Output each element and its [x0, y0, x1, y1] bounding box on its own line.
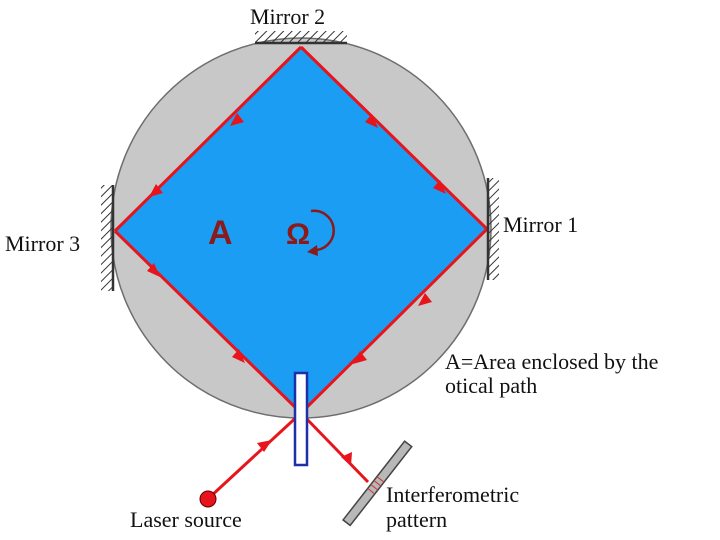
beam-splitter — [293, 371, 309, 467]
mirror-2-label: Mirror 2 — [250, 4, 325, 29]
arrow-top-right-2 — [433, 180, 446, 194]
mirror-1-label: Mirror 1 — [503, 212, 578, 237]
beam-mirror1-splitter — [299, 227, 489, 415]
mirror-3 — [101, 185, 115, 291]
mirror-2 — [255, 31, 347, 45]
mirror-1 — [486, 178, 499, 280]
mirror-3-label: Mirror 3 — [5, 231, 80, 256]
arrow-bottom-right-1 — [418, 293, 432, 306]
area-label: A — [208, 214, 233, 252]
arrow-output — [341, 452, 352, 466]
beam-laser-input — [208, 411, 303, 499]
arrow-bottom-left-1 — [147, 263, 160, 277]
beam-splitter-mirror3 — [113, 229, 303, 415]
pattern-label-line-2: pattern — [386, 507, 447, 532]
arrow-top-left-2 — [149, 184, 163, 197]
beam-mirror2-mirror1 — [299, 45, 489, 231]
rotation-arrow-icon — [310, 209, 335, 252]
rotation-arrowhead-icon — [307, 245, 318, 256]
area-note-line-1: A=Area enclosed by the — [445, 349, 658, 374]
laser-source-dot — [199, 490, 217, 508]
rotation-symbol: Ω — [286, 218, 310, 251]
arrow-bottom-left-2 — [232, 349, 245, 363]
arrow-laser-input — [257, 440, 272, 452]
area-note-line-2: otical path — [445, 373, 537, 398]
pattern-label-line-1: Interferometric — [386, 482, 519, 507]
beam-path — [113, 45, 489, 499]
arrow-top-left-1 — [230, 113, 244, 126]
arrow-top-right-1 — [365, 114, 378, 128]
beam-mirror3-mirror2 — [113, 45, 303, 233]
beam-output — [299, 411, 370, 484]
beam-arrows — [147, 113, 446, 466]
interferometric-screen — [342, 440, 413, 527]
laser-source-label: Laser source — [130, 507, 242, 532]
arrow-bottom-right-2 — [353, 351, 367, 364]
